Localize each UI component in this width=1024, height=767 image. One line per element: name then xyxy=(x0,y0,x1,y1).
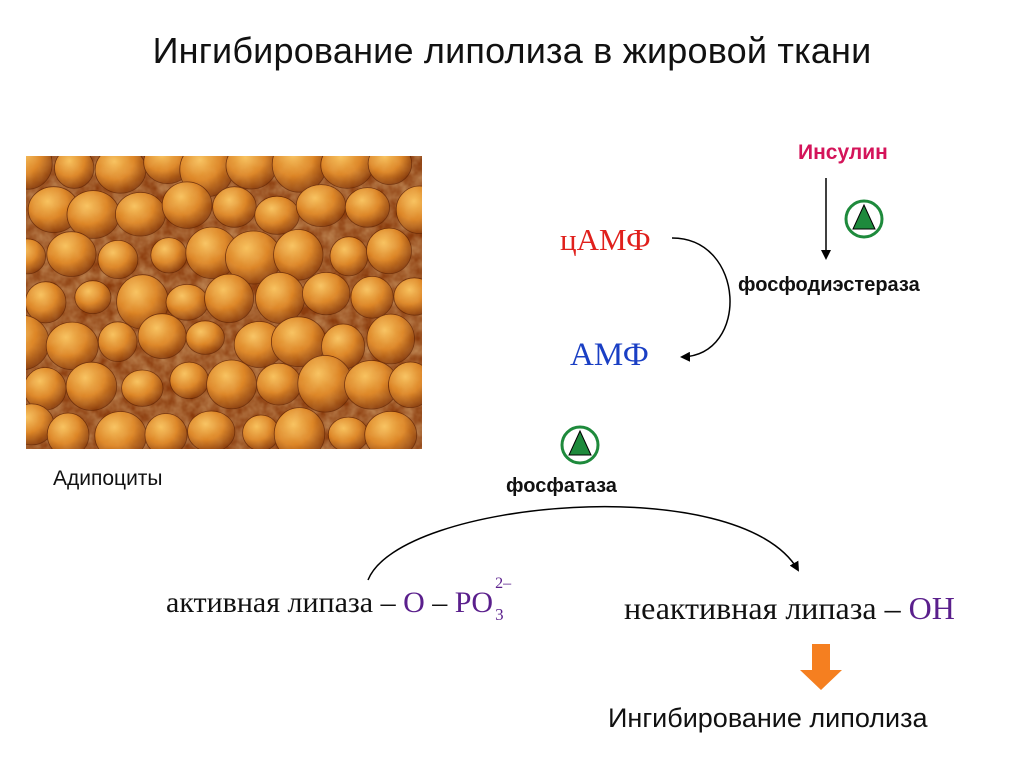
insulin-label: Инсулин xyxy=(798,141,888,164)
bond-dash: – xyxy=(876,590,909,626)
phosphate-group: PO xyxy=(454,586,494,619)
bond-dash: – xyxy=(373,586,404,619)
bond-dash: – xyxy=(424,586,455,619)
hydroxyl-group: OH xyxy=(908,590,955,626)
phosphate-charge: 2– xyxy=(495,575,512,592)
amp-label: АМФ xyxy=(570,337,649,373)
camp-label: цАМФ xyxy=(560,222,651,257)
result-arrow-icon xyxy=(800,644,842,690)
page-title: Ингибирование липолиза в жировой ткани xyxy=(152,30,872,71)
camp-to-amp-arrow xyxy=(671,237,731,362)
active-lipase-name: активная липаза xyxy=(166,586,374,619)
phosphatase-arc-arrow xyxy=(367,505,800,581)
inactive-lipase-formula: неактивная липаза – OH xyxy=(624,592,955,624)
result-label: Ингибирование липолиза xyxy=(608,703,928,733)
phosphate-subscript: 3 xyxy=(495,605,504,624)
activator-icon xyxy=(844,199,884,239)
adipocytes-photo xyxy=(26,156,422,449)
phosphatase-label: фосфатаза xyxy=(506,475,617,497)
activator-icon xyxy=(560,425,600,465)
photo-caption: Адипоциты xyxy=(53,467,163,490)
inactive-lipase-name: неактивная липаза xyxy=(624,590,877,626)
phosphodiesterase-label: фосфодиэстераза xyxy=(738,274,920,296)
oxygen-atom: O xyxy=(403,586,425,619)
